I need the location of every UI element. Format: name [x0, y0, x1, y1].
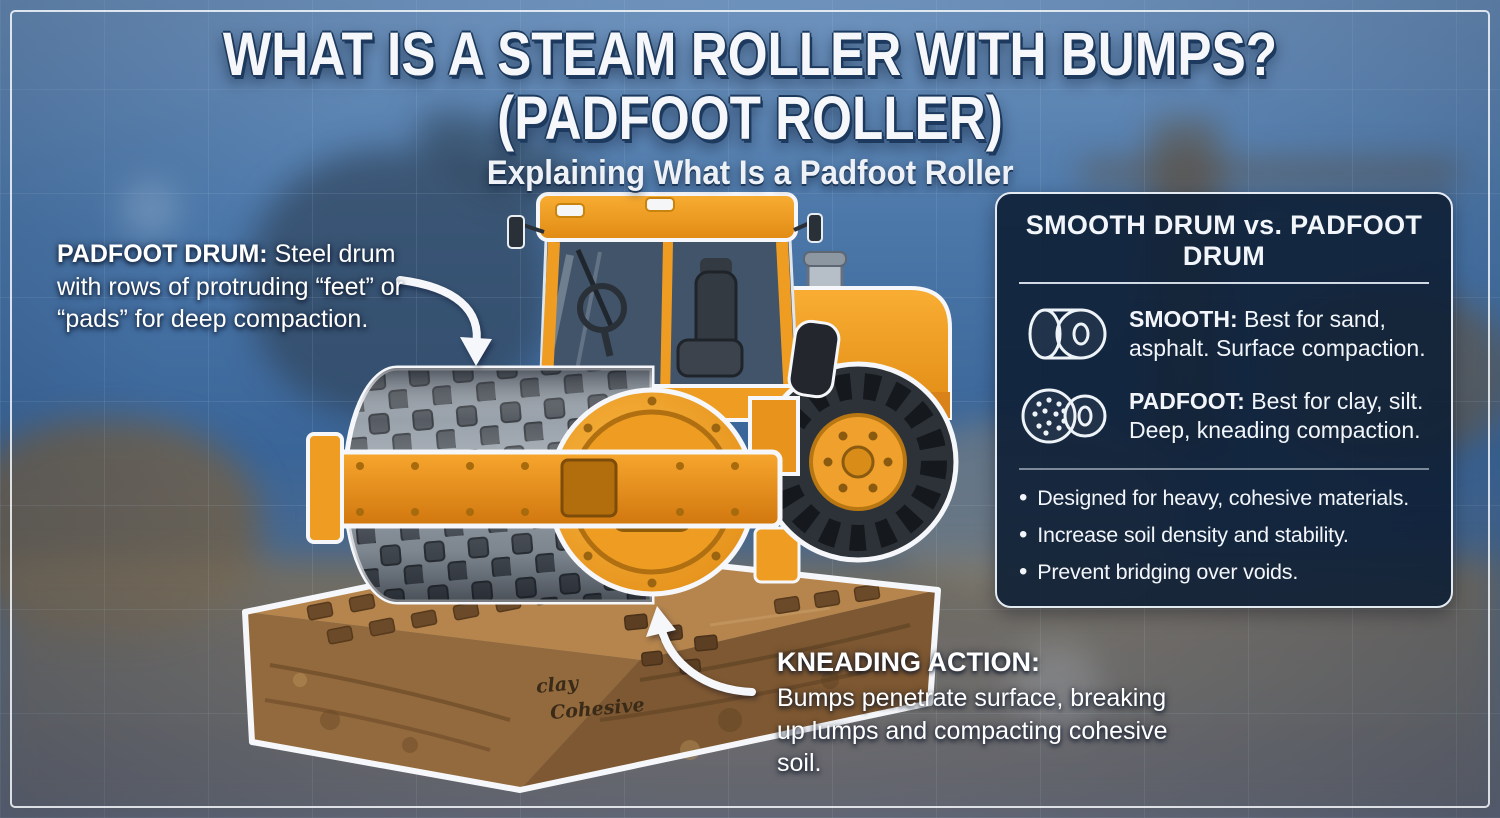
- drum-frame: [306, 396, 800, 544]
- steering-wheel: [577, 283, 627, 357]
- comparison-panel-title: SMOOTH DRUM vs. PADFOOT DRUM: [1019, 210, 1429, 284]
- step: [753, 526, 801, 584]
- panel-bullet-list: Designed for heavy, cohesive materials. …: [1019, 484, 1429, 586]
- panel-divider: [1019, 468, 1429, 470]
- callout-padfoot-text: Steel drum with rows of protruding “feet…: [57, 240, 403, 333]
- padfoot-drum-icon: [1021, 388, 1107, 444]
- comparison-panel: SMOOTH DRUM vs. PADFOOT DRUM SMOOTH: Bes…: [995, 192, 1453, 608]
- padfoot-drum-text: PADFOOT: Best for clay, silt. Deep, knea…: [1129, 387, 1429, 445]
- padfoot-roller-illustration: [242, 192, 959, 793]
- page-title: WHAT IS A STEAM ROLLER WITH BUMPS? (PADF…: [222, 20, 1278, 153]
- soil-label-clay: clay: [535, 672, 580, 698]
- mirror: [807, 213, 823, 243]
- bullet-item: Prevent bridging over voids.: [1019, 558, 1429, 586]
- cab-roof: [536, 192, 798, 242]
- cab-pillar: [660, 241, 673, 399]
- mirror: [507, 215, 525, 249]
- padfoot-label: PADFOOT:: [1129, 388, 1245, 415]
- header: WHAT IS A STEAM ROLLER WITH BUMPS? (PADF…: [0, 22, 1500, 193]
- padfoot-drum-row: PADFOOT: Best for clay, silt. Deep, knea…: [1019, 384, 1429, 448]
- padfoot-desc: Best for clay, silt. Deep, kneading comp…: [1129, 388, 1424, 443]
- page-subtitle: Explaining What Is a Padfoot Roller: [486, 154, 1014, 193]
- bokeh-light: [1010, 640, 1100, 730]
- bullet-item: Designed for heavy, cohesive materials.: [1019, 484, 1429, 512]
- smooth-label: SMOOTH:: [1129, 306, 1238, 333]
- bokeh-light: [120, 180, 180, 240]
- callout-kneading-action: KNEADING ACTION: Bumps penetrate surface…: [777, 645, 1187, 780]
- roof-light: [645, 197, 675, 212]
- roller-machine: [306, 192, 959, 605]
- bullet-item: Increase soil density and stability.: [1019, 521, 1429, 549]
- callout-kneading-text: Bumps penetrate surface, breaking up lum…: [777, 684, 1168, 778]
- smooth-drum-icon: [1028, 308, 1107, 360]
- callout-kneading-label: KNEADING ACTION:: [777, 647, 1040, 677]
- smooth-drum-text: SMOOTH: Best for sand, asphalt. Surface …: [1129, 305, 1429, 363]
- air-intake: [787, 319, 841, 399]
- roof-light: [555, 203, 585, 218]
- callout-padfoot-drum: PADFOOT DRUM: Steel drum with rows of pr…: [57, 238, 409, 336]
- crane-jib-silhouette: [1080, 160, 1460, 186]
- smooth-drum-row: SMOOTH: Best for sand, asphalt. Surface …: [1019, 302, 1429, 366]
- operator-seat: [676, 258, 744, 378]
- callout-padfoot-label: PADFOOT DRUM:: [57, 240, 268, 268]
- smooth-desc: Best for sand, asphalt. Surface compacti…: [1129, 306, 1426, 361]
